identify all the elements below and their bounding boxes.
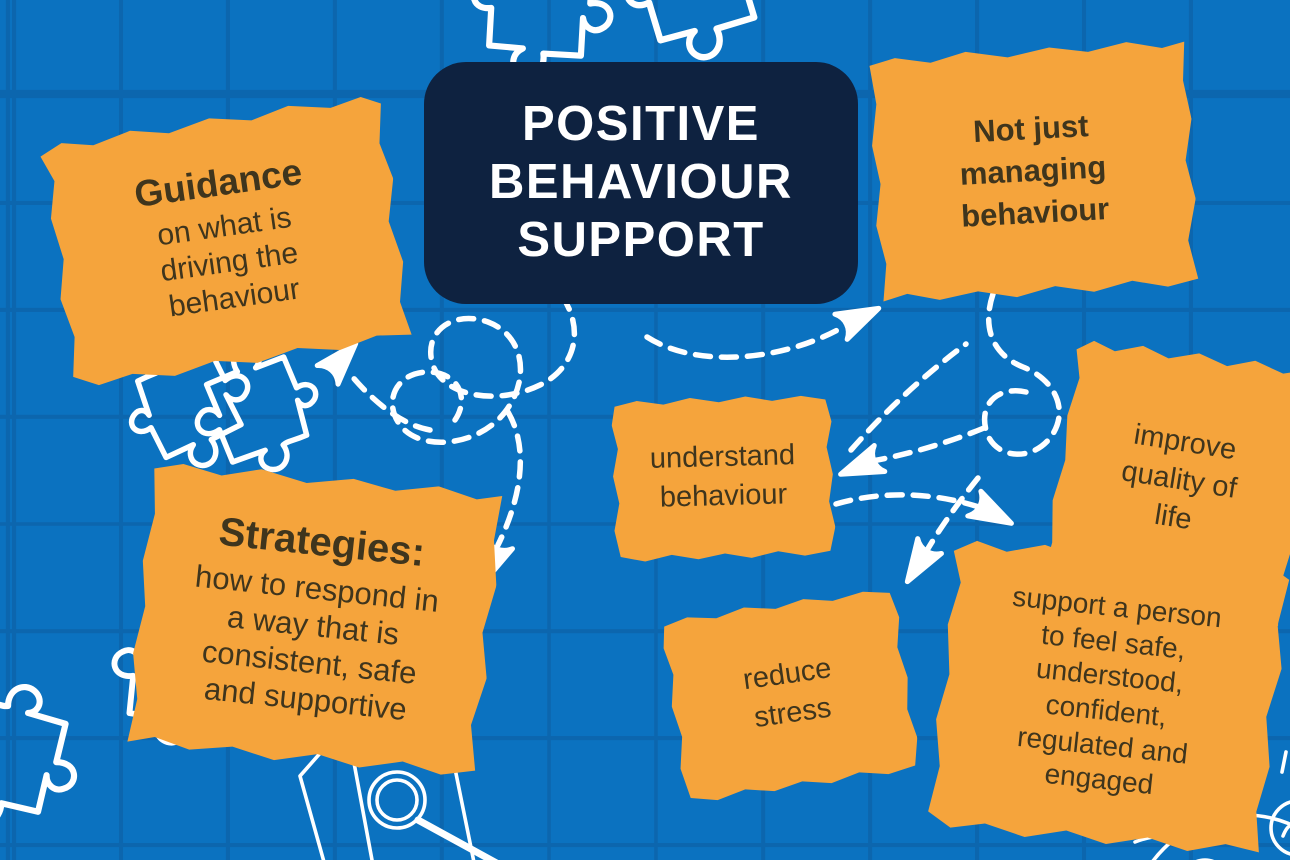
note-line: understand [649, 438, 796, 475]
title-banner: POSITIVE BEHAVIOUR SUPPORT [424, 62, 858, 304]
note-line: behaviour [659, 478, 788, 514]
sticky-note-understand-behaviour: understand behaviour [610, 389, 836, 565]
sticky-note-reduce-stress: reduce stress [658, 580, 923, 807]
sticky-note-guidance: Guidance on what is driving the behaviou… [35, 85, 416, 393]
magnifying-glass-icon [367, 770, 499, 860]
sticky-note-support-a-person: support a person to feel safe, understoo… [923, 523, 1290, 860]
sticky-note-not-just-managing: Not just managing behaviour [865, 34, 1200, 308]
title-line: POSITIVE [521, 97, 760, 152]
note-line: Not just [972, 108, 1090, 150]
sticky-note-strategies: Strategies: how to respond in a way that… [121, 450, 506, 786]
title-line: SUPPORT [517, 212, 765, 267]
note-line: life [1152, 498, 1195, 537]
title-line: BEHAVIOUR [489, 155, 793, 210]
note-line: behaviour [960, 191, 1111, 234]
